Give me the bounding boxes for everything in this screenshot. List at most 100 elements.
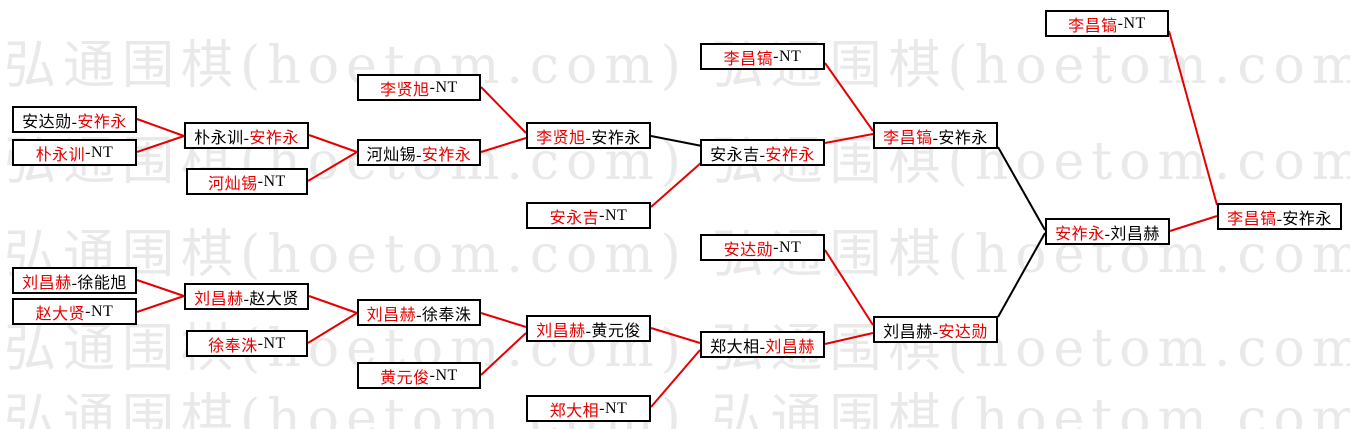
player-name: -徐奉洙 (416, 306, 472, 324)
player-name: -NT (257, 334, 286, 352)
player-name: 安达勋 (723, 241, 774, 259)
player-name: -NT (599, 206, 628, 224)
player-name: 刘昌赫- (883, 323, 939, 341)
match-liuchanghe-xunengxu: 刘昌赫-徐能旭 (12, 267, 137, 294)
match-hecanxi-anzuoyong: 河灿锡-安祚永 (357, 139, 481, 166)
match-lixianxu-nt: 李贤旭-NT (357, 74, 481, 101)
player-name: 徐奉洙 (208, 337, 258, 355)
player-name: 郑大相 (549, 402, 600, 420)
connector-line (480, 86, 527, 134)
player-name: 安祚永 (77, 113, 127, 131)
match-huangyuanjun-nt: 黄元俊-NT (357, 362, 481, 389)
player-name: 河灿锡 (208, 175, 258, 193)
match-lichanghao-anzuoyong-right: 李昌镐-安祚永 (1217, 203, 1342, 230)
connector-line (997, 232, 1046, 318)
player-name: 李贤旭 (536, 129, 586, 147)
match-anyongji-anzuoyong: 安永吉-安祚永 (700, 139, 825, 166)
match-liuchanghe-zhaodaxian: 刘昌赫-赵大贤 (184, 283, 309, 310)
connector-line (480, 312, 527, 328)
player-name: 朴永训- (194, 129, 250, 147)
connector-line (824, 133, 874, 144)
match-final-anzuoyong-liuchanghe: 安祚永-刘昌赫 (1045, 218, 1170, 245)
player-name: -安祚永 (932, 129, 988, 147)
player-name: 安达勋 (938, 323, 988, 341)
player-name: -安祚永 (1276, 210, 1332, 228)
connector-line (480, 332, 527, 376)
match-puyongxun-nt: 朴永训-NT (12, 139, 137, 166)
match-liuchanghe-huangyuanjun: 刘昌赫-黄元俊 (526, 315, 651, 342)
connector-line (136, 279, 185, 297)
player-name: -NT (599, 399, 628, 417)
player-name: 赵大贤 (35, 305, 86, 323)
player-name: 安祚永 (765, 146, 815, 164)
connector-line (308, 295, 358, 314)
watermark-text: 弘通围棋(hoetom.com) 弘通围棋(hoetom.com) 弘通围棋(h… (4, 36, 1350, 96)
player-name: -安祚永 (585, 129, 641, 147)
player-name: -NT (85, 143, 114, 161)
connector-line (1169, 215, 1218, 232)
player-name: 河灿锡- (366, 146, 422, 164)
player-name: 李昌镐 (883, 129, 933, 147)
match-puyongxun-anzuoyong: 朴永训-安祚永 (184, 122, 309, 149)
match-lixianxu-anzuoyong: 李贤旭-安祚永 (526, 122, 651, 149)
player-name: 郑大相- (710, 338, 766, 356)
match-zhengdaxiang-nt: 郑大相-NT (526, 395, 651, 422)
player-name: -NT (773, 47, 802, 65)
match-hecanxi-nt: 河灿锡-NT (186, 168, 308, 195)
connector-line (136, 135, 185, 153)
connector-line (308, 134, 358, 153)
player-name: 李昌镐 (723, 50, 774, 68)
player-name: 李昌镐 (1227, 210, 1277, 228)
player-name: -刘昌赫 (1104, 225, 1160, 243)
connector-line (650, 327, 701, 344)
match-liuchanghe-andaxun: 刘昌赫-安达勋 (873, 316, 998, 343)
match-anyongji-nt: 安永吉-NT (526, 202, 651, 229)
match-xufengzhu-nt: 徐奉洙-NT (186, 330, 308, 357)
player-name: -赵大贤 (243, 290, 299, 308)
connector-line (307, 312, 358, 344)
player-name: -NT (429, 78, 458, 96)
connector-line (1168, 30, 1218, 206)
player-name: -NT (257, 172, 286, 190)
match-andaxun-nt: 安达勋-NT (700, 234, 825, 261)
player-name: 刘昌赫 (22, 274, 72, 292)
player-name: -NT (85, 302, 114, 320)
match-liuchanghe-xufengzhu: 刘昌赫-徐奉洙 (357, 299, 481, 326)
connector-line (650, 349, 701, 408)
match-lichanghao-nt-upper: 李昌镐-NT (700, 43, 825, 70)
player-name: 安永吉 (549, 209, 600, 227)
watermark-text: 弘通围棋(hoetom.com) 弘通围棋(hoetom.com) 弘通围棋(h… (4, 389, 1350, 429)
player-name: 安祚永 (249, 129, 299, 147)
connector-line (997, 146, 1046, 231)
player-name: 李昌镐 (1068, 17, 1118, 35)
player-name: -NT (1117, 14, 1146, 32)
player-name: 黄元俊 (380, 369, 430, 387)
player-name: 刘昌赫 (536, 322, 586, 340)
match-lichanghao-anzuoyong-sf: 李昌镐-安祚永 (873, 122, 998, 149)
match-andaxun-anzuoyong: 安达勋-安祚永 (12, 106, 137, 133)
connector-line (307, 151, 358, 182)
connector-line (824, 62, 874, 132)
player-name: 安永吉- (710, 146, 766, 164)
connector-line (824, 249, 874, 326)
player-name: -NT (429, 366, 458, 384)
player-name: 安祚永 (421, 146, 472, 164)
connector-line (650, 135, 703, 147)
match-zhaodaxian-nt: 赵大贤-NT (12, 298, 137, 325)
player-name: 刘昌赫 (765, 338, 815, 356)
player-name: -黄元俊 (585, 322, 641, 340)
match-zhengdaxiang-liuchanghe: 郑大相-刘昌赫 (700, 331, 825, 358)
connector-line (824, 332, 874, 345)
connector-line (136, 295, 185, 313)
player-name: -NT (773, 238, 802, 256)
player-name: 刘昌赫 (194, 290, 244, 308)
match-lichanghao-nt-top-right: 李昌镐-NT (1045, 10, 1169, 37)
player-name: 安达勋- (22, 113, 78, 131)
connector-line (480, 137, 527, 153)
connector-line (136, 118, 185, 137)
player-name: 安祚永 (1055, 225, 1105, 243)
